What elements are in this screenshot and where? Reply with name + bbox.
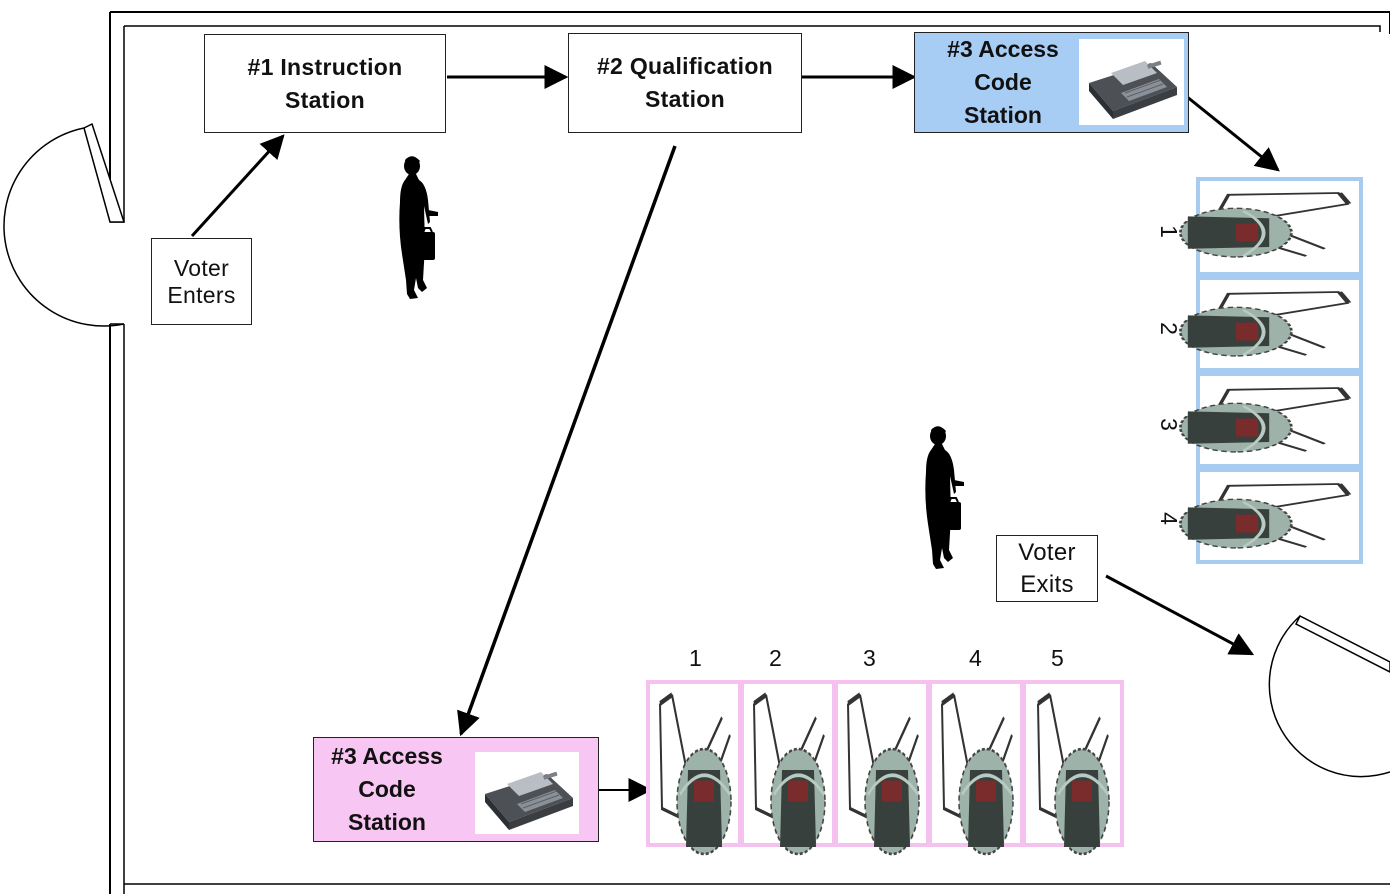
booth-number: 5 (1051, 645, 1064, 671)
exit-door-icon (1268, 614, 1390, 778)
access-code-station-label: #3 Access Code Station (331, 743, 443, 835)
access-code-station-top: #3 Access Code Station (914, 32, 1189, 133)
entry-door-icon (3, 122, 126, 327)
arrow-icon (1105, 574, 1255, 656)
person-silhouette-icon (924, 425, 965, 570)
booth-number: 2 (1155, 322, 1182, 335)
voter-exits-label: Voter Exits (996, 535, 1098, 602)
booth-number: 1 (689, 645, 702, 671)
booth-column-right (1180, 177, 1363, 564)
access-code-device-icon (475, 752, 579, 834)
access-code-device-icon (1079, 39, 1184, 125)
access-code-station-label: #3 Access Code Station (947, 36, 1059, 128)
booth-number: 1 (1155, 225, 1182, 238)
arrow-icon (1185, 94, 1280, 172)
booth-number: 2 (769, 645, 782, 671)
arrow-icon (190, 134, 285, 238)
instruction-station: #1 Instruction Station (204, 34, 446, 133)
booth-number: 3 (1155, 418, 1182, 431)
voter-enters-label: Voter Enters (151, 238, 252, 325)
booth-row-bottom (646, 680, 1124, 854)
arrow-icon (457, 145, 677, 737)
qualification-station: #2 Qualification Station (568, 33, 802, 133)
booth-number: 4 (1155, 512, 1182, 525)
person-silhouette-icon (398, 155, 439, 300)
booth-number: 4 (969, 645, 982, 671)
access-code-station-bottom: #3 Access Code Station (313, 737, 599, 842)
booth-number: 3 (863, 645, 876, 671)
